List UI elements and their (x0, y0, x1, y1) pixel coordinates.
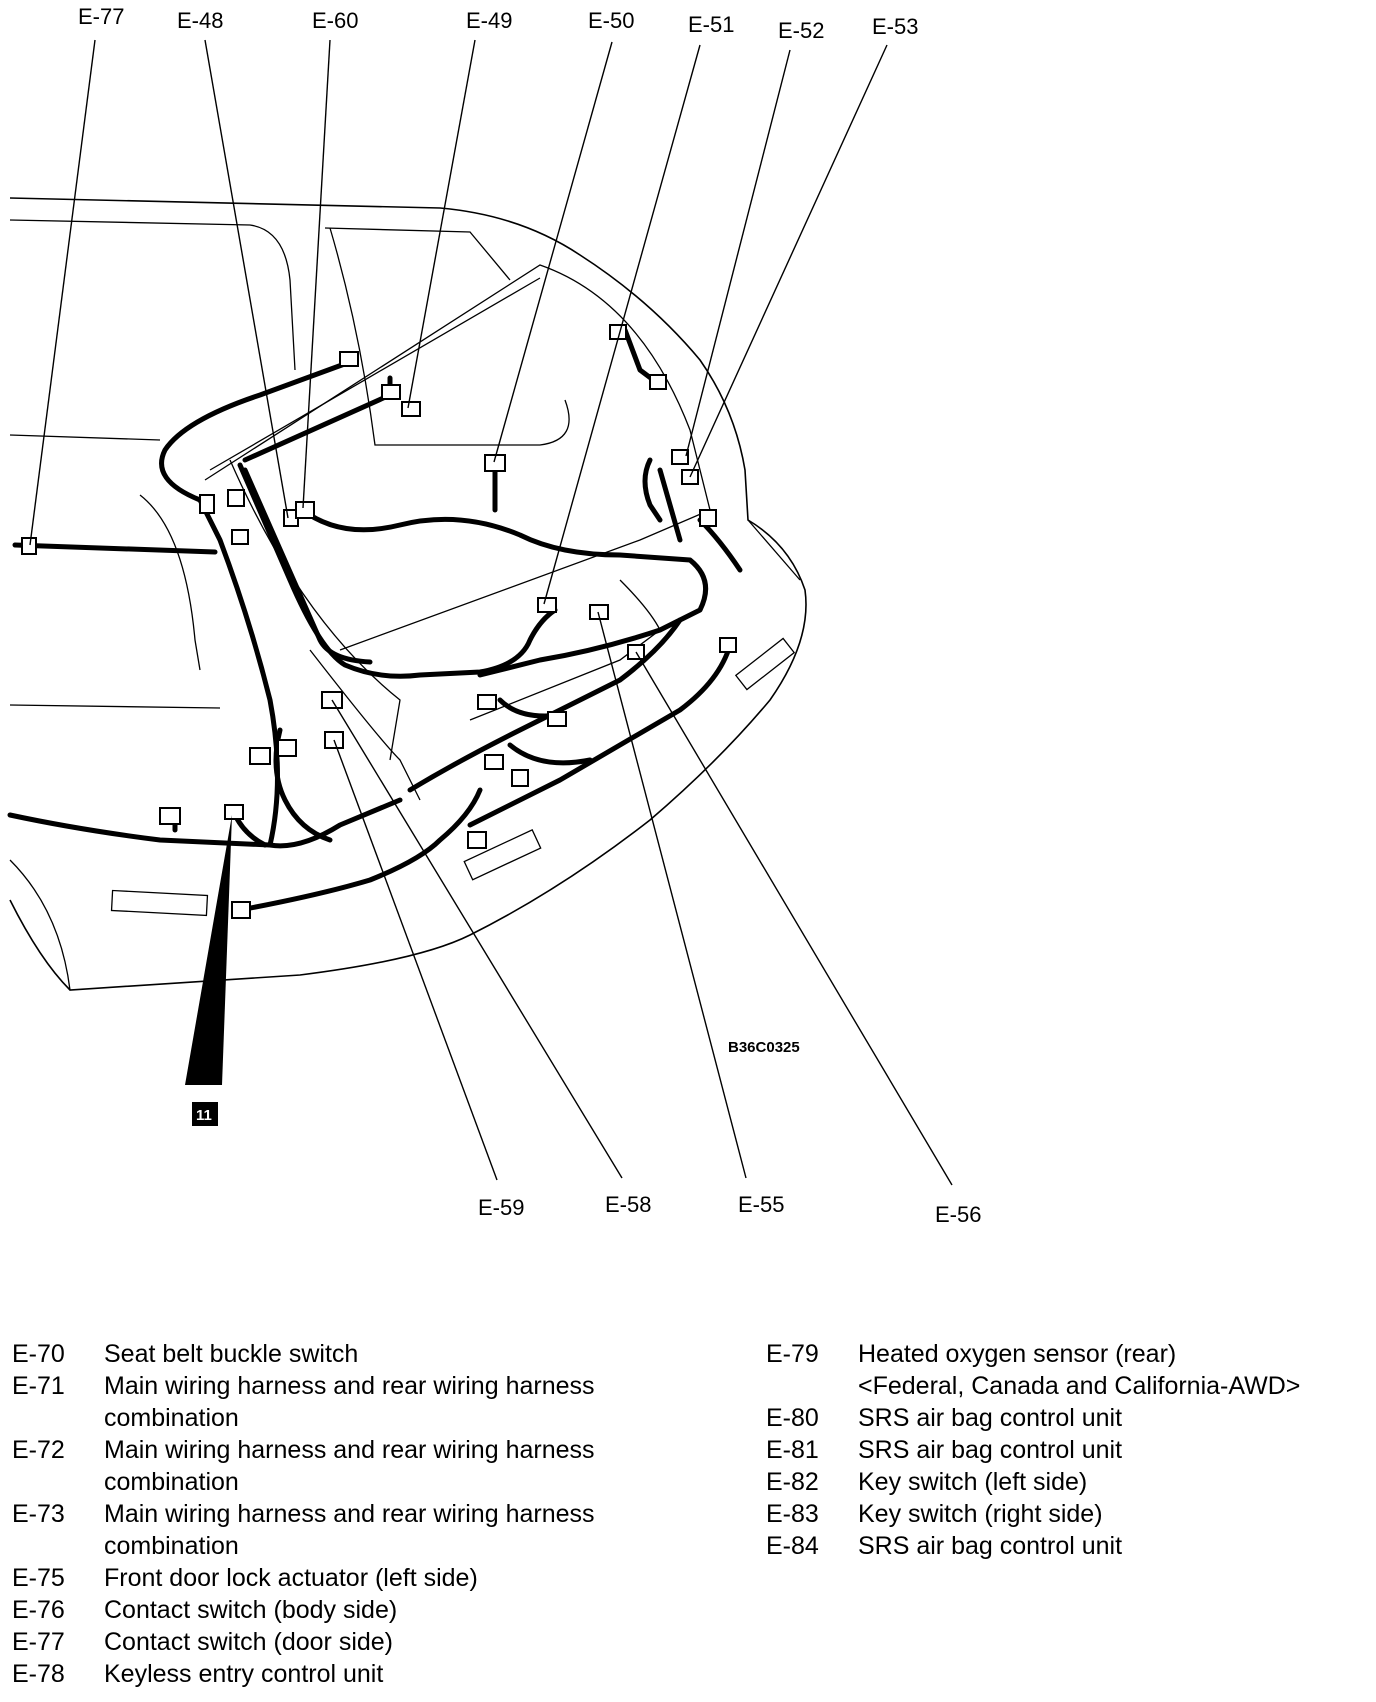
legend-desc-line: combination (104, 1532, 239, 1560)
callout-e50: E-50 (588, 8, 634, 33)
legend-desc-line: Main wiring harness and rear wiring harn… (104, 1500, 595, 1528)
callout-labels-top: E-77 E-48 E-60 E-49 E-50 E-51 E-52 E-53 (78, 4, 918, 43)
legend-desc: Seat belt buckle switch (104, 1340, 359, 1368)
legend-item: E-82 Key switch (left side) (766, 1466, 1376, 1498)
legend-item: E-72 Main wiring harness and rear wiring… (12, 1434, 732, 1498)
legend-desc-line: Heated oxygen sensor (rear) (858, 1340, 1177, 1368)
legend-desc: Main wiring harness and rear wiring harn… (104, 1498, 732, 1562)
legend-desc: Main wiring harness and rear wiring harn… (104, 1434, 732, 1498)
legend-code: E-71 (12, 1372, 65, 1400)
legend-desc-line: combination (104, 1404, 239, 1432)
legend-item: E-70 Seat belt buckle switch (12, 1338, 732, 1370)
legend-code: E-73 (12, 1500, 65, 1528)
callout-e58: E-58 (605, 1192, 651, 1217)
legend-desc: SRS air bag control unit (858, 1404, 1123, 1432)
legend-desc: Contact switch (body side) (104, 1596, 398, 1624)
legend-right: E-79 Heated oxygen sensor (rear) <Federa… (766, 1338, 1376, 1562)
legend-desc-line: Main wiring harness and rear wiring harn… (104, 1436, 595, 1464)
legend-item: E-71 Main wiring harness and rear wiring… (12, 1370, 732, 1434)
legend-desc-line: combination (104, 1468, 239, 1496)
legend-desc: Contact switch (door side) (104, 1628, 394, 1656)
legend-code: E-75 (12, 1564, 65, 1592)
legend-code: E-70 (12, 1340, 65, 1368)
legend-code: E-78 (12, 1660, 65, 1688)
callout-e48: E-48 (177, 8, 223, 33)
legend-code: E-80 (766, 1404, 819, 1432)
legend-code: E-84 (766, 1532, 819, 1560)
callout-e53: E-53 (872, 14, 918, 39)
reference-badge (192, 1102, 218, 1126)
callout-e59: E-59 (478, 1195, 524, 1220)
legend-desc-line: <Federal, Canada and California-AWD> (858, 1372, 1301, 1400)
legend-item: E-84 SRS air bag control unit (766, 1530, 1376, 1562)
wiring-harness (7, 327, 743, 913)
vehicle-body-outline (9, 197, 807, 991)
legend-item: E-83 Key switch (right side) (766, 1498, 1376, 1530)
legend-item: E-80 SRS air bag control unit (766, 1402, 1376, 1434)
legend-desc: Heated oxygen sensor (rear) <Federal, Ca… (858, 1338, 1376, 1402)
legend-code: E-82 (766, 1468, 819, 1496)
legend-code: E-72 (12, 1436, 65, 1464)
legend-desc: Key switch (left side) (858, 1468, 1088, 1496)
legend-desc: Front door lock actuator (left side) (104, 1564, 478, 1592)
legend-item: E-76 Contact switch (body side) (12, 1594, 732, 1626)
legend-item: E-73 Main wiring harness and rear wiring… (12, 1498, 732, 1562)
callout-e49: E-49 (466, 8, 512, 33)
reference-badge-label: 11 (196, 1107, 212, 1124)
callout-labels-bottom: E-59 E-58 E-55 E-56 (478, 1192, 981, 1227)
callout-e77: E-77 (78, 4, 124, 29)
figure-code: B36C0325 (728, 1039, 800, 1056)
legend-code: E-76 (12, 1596, 65, 1624)
legend-code: E-81 (766, 1436, 819, 1464)
callout-e60: E-60 (312, 8, 358, 33)
legend-left: E-70 Seat belt buckle switch E-71 Main w… (12, 1338, 732, 1690)
legend-item: E-79 Heated oxygen sensor (rear) <Federa… (766, 1338, 1376, 1402)
legend-code: E-83 (766, 1500, 819, 1528)
legend-desc: Main wiring harness and rear wiring harn… (104, 1370, 732, 1434)
legend-desc: SRS air bag control unit (858, 1436, 1123, 1464)
leader-lines (29, 39, 953, 1186)
legend-desc: Keyless entry control unit (104, 1660, 384, 1688)
legend-item: E-78 Keyless entry control unit (12, 1658, 732, 1690)
wiring-diagram: E-77 E-48 E-60 E-49 E-50 E-51 E-52 E-53 … (7, 4, 981, 1227)
reference-pointer (185, 815, 232, 1085)
callout-e56: E-56 (935, 1202, 981, 1227)
legend-code: E-77 (12, 1628, 65, 1656)
connectors (21, 324, 737, 919)
legend-item: E-81 SRS air bag control unit (766, 1434, 1376, 1466)
legend-item: E-75 Front door lock actuator (left side… (12, 1562, 732, 1594)
callout-e55: E-55 (738, 1192, 784, 1217)
legend-code: E-79 (766, 1340, 819, 1368)
legend-desc-line: Main wiring harness and rear wiring harn… (104, 1372, 595, 1400)
legend-desc: SRS air bag control unit (858, 1532, 1123, 1560)
legend-item: E-77 Contact switch (door side) (12, 1626, 732, 1658)
callout-e51: E-51 (688, 12, 734, 37)
legend-desc: Key switch (right side) (858, 1500, 1103, 1528)
callout-e52: E-52 (778, 18, 824, 43)
